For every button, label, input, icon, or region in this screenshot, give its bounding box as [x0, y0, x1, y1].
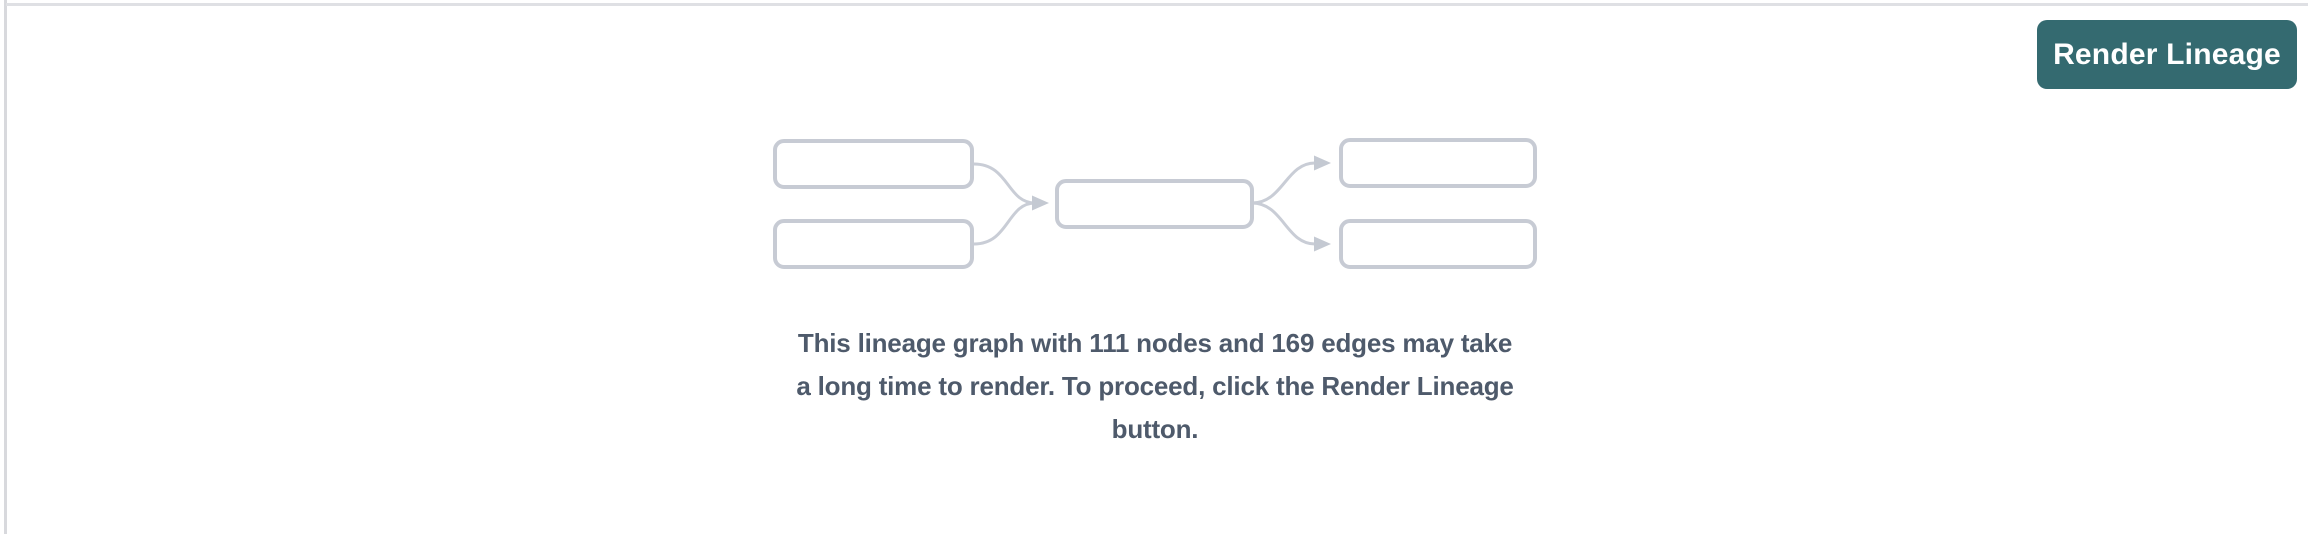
arrowhead-icon — [1314, 236, 1331, 252]
placeholder-node — [1339, 219, 1537, 269]
placeholder-edge — [973, 201, 1036, 246]
placeholder-node — [1055, 179, 1254, 229]
render-warning-text-line: a long time to render. To proceed, click… — [796, 371, 1514, 401]
placeholder-node — [1339, 138, 1537, 188]
lineage-placeholder-graph-svg — [773, 138, 1537, 269]
lineage-placeholder-graph — [765, 130, 1545, 278]
placeholder-node — [773, 139, 974, 189]
panel-top-border — [6, 3, 2308, 6]
render-warning-text-line: This lineage graph with 111 nodes and 16… — [797, 328, 1513, 358]
placeholder-edge — [973, 162, 1036, 205]
render-warning-text-line: button. — [1111, 414, 1199, 444]
render-warning-text: This lineage graph with 111 nodes and 16… — [705, 322, 1605, 451]
placeholder-edge — [1251, 201, 1316, 246]
arrowhead-icon — [1314, 155, 1331, 171]
arrowhead-icon — [1032, 195, 1049, 211]
placeholder-edge — [1251, 161, 1316, 205]
render-lineage-button[interactable]: Render Lineage — [2037, 20, 2297, 89]
placeholder-node — [773, 219, 974, 269]
panel-left-border — [4, 0, 7, 534]
